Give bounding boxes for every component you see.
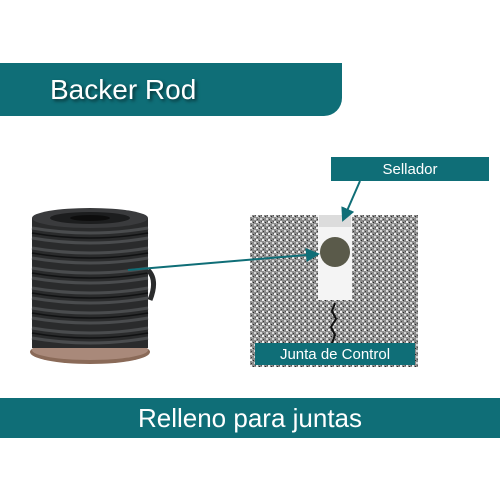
junta-de-control-label: Junta de Control xyxy=(255,343,415,365)
footer-banner: Relleno para juntas xyxy=(0,398,500,438)
title-banner: Backer Rod xyxy=(0,63,342,116)
page-title: Backer Rod xyxy=(50,73,197,105)
joint-cross-section-image xyxy=(250,215,418,367)
sellador-label: Sellador xyxy=(331,157,489,181)
backer-rod-spool-image xyxy=(30,208,156,364)
footer-caption: Relleno para juntas xyxy=(137,402,363,433)
